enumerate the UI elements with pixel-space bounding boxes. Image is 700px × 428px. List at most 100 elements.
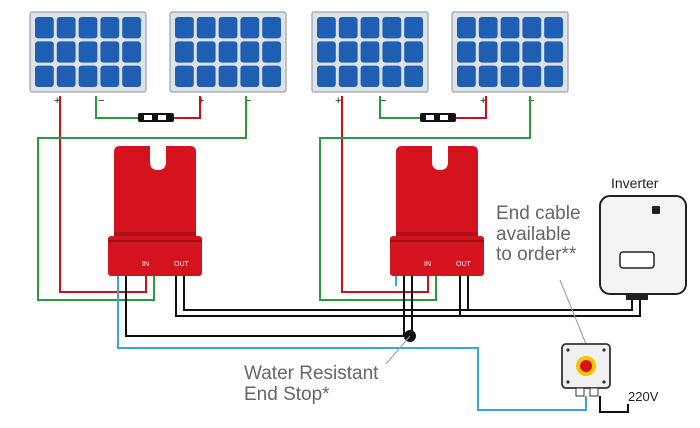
solar-cell xyxy=(317,41,336,63)
solar-cell xyxy=(196,41,216,63)
solar-cell xyxy=(175,65,194,87)
string-1-green-wire xyxy=(37,96,247,301)
end-cable-line-2: available xyxy=(496,223,571,245)
optimizer-left-in-label: IN xyxy=(142,261,149,268)
panel-link-green-right xyxy=(379,96,420,119)
end-stop-leader xyxy=(385,335,411,365)
solar-cell xyxy=(196,17,216,39)
inline-connector-right xyxy=(420,113,456,122)
panel-3-minus-symbol: − xyxy=(380,95,386,107)
solar-cell xyxy=(338,65,358,87)
solar-cell xyxy=(240,17,260,39)
solar-cell xyxy=(338,17,358,39)
solar-cell xyxy=(457,65,476,87)
end-stop-line-1: Water Resistant xyxy=(244,363,379,384)
inline-connector-left xyxy=(138,113,174,122)
solar-cell xyxy=(522,41,542,63)
optimizer-left: IN OUT xyxy=(108,146,202,276)
solar-cell xyxy=(218,41,238,63)
bus-black-outer xyxy=(175,276,641,317)
solar-cell xyxy=(218,17,238,39)
panel-link-green-left xyxy=(95,96,138,119)
end-cable-line-1: End cable xyxy=(496,203,581,224)
solar-panel-4 xyxy=(451,11,569,93)
panel-link-red-left xyxy=(174,96,201,119)
solar-cell xyxy=(478,65,498,87)
panel-1-minus-symbol: − xyxy=(98,95,104,107)
solar-cell xyxy=(500,41,520,63)
solar-cell xyxy=(382,17,402,39)
string-1-red-wire xyxy=(59,96,147,293)
solar-cell xyxy=(360,65,380,87)
panel-4-plus-symbol: + xyxy=(480,95,486,107)
solar-cell xyxy=(457,41,476,63)
solar-cell xyxy=(317,65,336,87)
end-cable-leader xyxy=(559,279,587,345)
solar-cell xyxy=(35,17,54,39)
solar-cell xyxy=(360,17,380,39)
end-cable-callout: End cable available to order** xyxy=(496,203,606,266)
solar-cell xyxy=(35,65,54,87)
solar-cell xyxy=(522,17,542,39)
end-cable-line-3: to order** xyxy=(496,244,577,266)
solar-cell xyxy=(56,17,76,39)
solar-cell xyxy=(500,17,520,39)
optimizer-left-out-label: OUT xyxy=(174,261,190,268)
solar-cell xyxy=(100,41,120,63)
solar-cell xyxy=(457,17,476,39)
solar-cell xyxy=(478,41,498,63)
solar-cell xyxy=(500,65,520,87)
solar-cell xyxy=(382,41,402,63)
solar-cell xyxy=(360,41,380,63)
solar-cell xyxy=(100,17,120,39)
solar-cell xyxy=(262,65,281,87)
inverter-title: Inverter xyxy=(611,175,659,191)
solar-cell xyxy=(382,65,402,87)
ac-switch-box xyxy=(561,343,611,397)
solar-cell xyxy=(262,17,281,39)
solar-cell xyxy=(35,41,54,63)
solar-cell xyxy=(262,41,281,63)
solar-panel-1 xyxy=(29,11,147,93)
solar-cell xyxy=(122,17,141,39)
voltage-label: 220V xyxy=(628,389,659,404)
solar-cell xyxy=(522,65,542,87)
solar-cell xyxy=(56,65,76,87)
solar-cell xyxy=(404,65,423,87)
solar-cell xyxy=(317,17,336,39)
solar-panel-2 xyxy=(169,11,287,93)
solar-cell xyxy=(100,65,120,87)
inverter xyxy=(599,195,687,300)
solar-cell xyxy=(175,17,194,39)
blue-cable-to-switch xyxy=(117,276,587,411)
panel-3-plus-symbol: + xyxy=(335,95,341,107)
solar-panel-3 xyxy=(311,11,429,93)
solar-cell xyxy=(175,41,194,63)
panel-2-minus-symbol: − xyxy=(245,95,251,107)
optimizer-right-out-label: OUT xyxy=(456,261,472,268)
string-2-green-wire xyxy=(319,96,531,301)
optimizer-right: IN OUT xyxy=(390,146,484,276)
end-stop-callout: Water Resistant End Stop* xyxy=(244,363,404,405)
ac-output-wire xyxy=(599,396,629,413)
end-stop-line-2: End Stop* xyxy=(244,383,330,405)
solar-cell xyxy=(240,65,260,87)
solar-cell xyxy=(404,17,423,39)
solar-cell xyxy=(544,65,563,87)
panel-1-plus-symbol: + xyxy=(54,95,60,107)
panel-4-minus-symbol: − xyxy=(528,95,534,107)
solar-cell xyxy=(78,17,98,39)
solar-cell xyxy=(56,41,76,63)
panel-2-plus-symbol: + xyxy=(198,95,204,107)
solar-cell xyxy=(218,65,238,87)
black-link-left-to-endstop xyxy=(125,276,410,337)
optimizer-right-in-label: IN xyxy=(424,261,431,268)
solar-cell xyxy=(404,41,423,63)
solar-cell xyxy=(544,41,563,63)
solar-cell xyxy=(78,65,98,87)
solar-cell xyxy=(78,41,98,63)
panel-link-red-right xyxy=(456,96,487,119)
bus-black-inner xyxy=(183,276,633,311)
